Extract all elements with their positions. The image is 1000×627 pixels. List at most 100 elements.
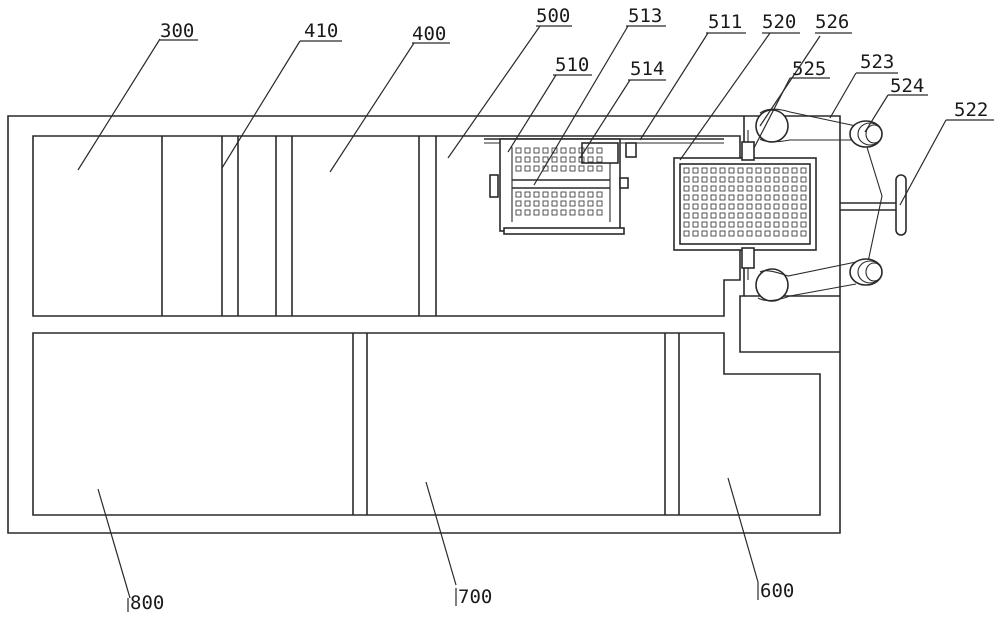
- mesh-cell: [719, 203, 726, 210]
- upper-tank-wall: [32, 135, 741, 317]
- mesh-cell: [587, 165, 594, 172]
- pulley-525: [755, 109, 789, 143]
- label-513: 513: [628, 5, 662, 27]
- mesh-cell: [746, 203, 753, 210]
- mesh-cell: [515, 156, 522, 163]
- mesh-cell: [764, 221, 771, 228]
- mesh-cell: [596, 156, 603, 163]
- mesh-cell: [569, 165, 576, 172]
- mesh-cell: [791, 185, 798, 192]
- mesh-cell: [701, 230, 708, 237]
- mesh-cell: [755, 176, 762, 183]
- label-500: 500: [536, 5, 570, 27]
- mesh-cell: [773, 185, 780, 192]
- mesh-cell: [683, 176, 690, 183]
- mesh-cell: [551, 209, 558, 216]
- label-526: 526: [815, 11, 849, 33]
- mesh-cell: [800, 185, 807, 192]
- mesh-cell: [569, 156, 576, 163]
- mesh-cell: [560, 209, 567, 216]
- mesh-cell: [782, 194, 789, 201]
- mesh-cell: [773, 194, 780, 201]
- mesh-cell: [782, 212, 789, 219]
- mesh-cell: [551, 147, 558, 154]
- mesh-cell: [524, 209, 531, 216]
- mesh-cell: [737, 176, 744, 183]
- mesh-cell: [800, 194, 807, 201]
- label-510: 510: [555, 54, 589, 76]
- mesh-cell: [764, 203, 771, 210]
- mesh-cell: [746, 176, 753, 183]
- mesh-cell: [596, 200, 603, 207]
- mesh-cell: [710, 230, 717, 237]
- mesh-cell: [755, 167, 762, 174]
- mesh-cell: [596, 165, 603, 172]
- mesh-cell: [800, 203, 807, 210]
- mesh-cell: [692, 167, 699, 174]
- mesh-cell: [719, 185, 726, 192]
- mesh-cell: [683, 221, 690, 228]
- mesh-cell: [560, 147, 567, 154]
- mesh-cell: [542, 156, 549, 163]
- pulley-lower: [755, 268, 789, 302]
- mesh-cell: [701, 221, 708, 228]
- mesh-cell: [560, 165, 567, 172]
- mesh-cell: [782, 185, 789, 192]
- mesh-cell: [596, 147, 603, 154]
- mesh-cell: [701, 194, 708, 201]
- mesh-cell: [737, 221, 744, 228]
- belt-drive: [755, 108, 883, 302]
- mesh-cell: [755, 194, 762, 201]
- label-524: 524: [890, 75, 924, 97]
- mesh-cell: [719, 167, 726, 174]
- mesh-cell: [701, 203, 708, 210]
- mesh-cell: [683, 203, 690, 210]
- mesh-cell: [719, 194, 726, 201]
- mesh-cell: [524, 200, 531, 207]
- mesh-cell: [515, 191, 522, 198]
- mesh-cell: [746, 230, 753, 237]
- mesh-cell: [800, 167, 807, 174]
- mesh-cell: [701, 176, 708, 183]
- mesh-cell: [746, 167, 753, 174]
- mesh-cell: [578, 191, 585, 198]
- reference-labels: 300 410 400 500 513 510 514 511 520 526 …: [127, 5, 994, 614]
- mesh-cell: [728, 230, 735, 237]
- mesh-cell: [692, 176, 699, 183]
- filter-screen-520: [673, 130, 817, 280]
- label-514: 514: [630, 58, 664, 80]
- mesh-cell: [701, 185, 708, 192]
- mesh-cell: [692, 221, 699, 228]
- mesh-cell: [533, 209, 540, 216]
- mesh-cell: [764, 212, 771, 219]
- mesh-cell: [746, 194, 753, 201]
- mesh-cell: [692, 203, 699, 210]
- mesh-cell: [587, 191, 594, 198]
- mesh-cell: [764, 167, 771, 174]
- mesh-cell: [515, 200, 522, 207]
- mesh-cell: [710, 167, 717, 174]
- mesh-cell: [719, 212, 726, 219]
- mesh-cell: [800, 212, 807, 219]
- mesh-cell: [551, 200, 558, 207]
- mesh-cell: [683, 230, 690, 237]
- mesh-cell: [710, 185, 717, 192]
- mesh-cell: [728, 185, 735, 192]
- handwheel-522[interactable]: [840, 174, 907, 236]
- mesh-cell: [782, 167, 789, 174]
- mesh-cell: [791, 230, 798, 237]
- mesh-cell: [764, 176, 771, 183]
- mesh-cell: [719, 176, 726, 183]
- label-520: 520: [762, 11, 796, 33]
- mesh-cell: [800, 221, 807, 228]
- mesh-cell: [746, 185, 753, 192]
- outer-housing: [7, 115, 841, 534]
- label-523: 523: [860, 51, 894, 73]
- label-522: 522: [954, 99, 988, 121]
- label-600: 600: [760, 580, 794, 602]
- mesh-cell: [773, 176, 780, 183]
- mesh-cell: [782, 203, 789, 210]
- mesh-cell: [569, 147, 576, 154]
- mesh-cell: [710, 194, 717, 201]
